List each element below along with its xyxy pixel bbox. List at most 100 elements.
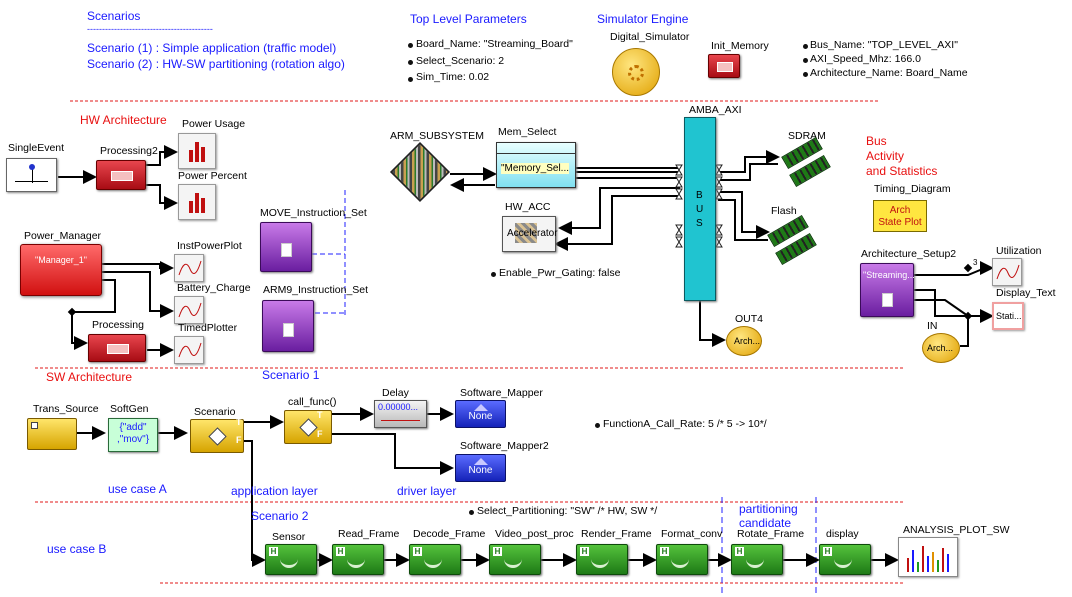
param-select-partitioning[interactable]: Select_Partitioning: "SW" /* HW, SW */ <box>477 505 658 517</box>
power-manager-block[interactable]: "Manager_1" <box>20 244 102 296</box>
software-mapper2-label: Software_Mapper2 <box>460 440 549 452</box>
top-params-title: Top Level Parameters <box>410 12 527 26</box>
bullet-icon <box>491 272 496 277</box>
port-count: 3 <box>973 258 978 267</box>
init-memory-block[interactable] <box>708 54 740 78</box>
param-bus-name[interactable]: Bus_Name: "TOP_LEVEL_AXI" <box>810 39 958 51</box>
arm9-instruction-set-label: ARM9_Instruction_Set <box>263 284 369 296</box>
move-instruction-set-label: MOVE_Instruction_Set <box>260 207 367 219</box>
bus-activity-line3: and Statistics <box>866 164 938 178</box>
power-usage-plot[interactable] <box>178 133 216 169</box>
amba-axi-bus[interactable]: B U S <box>684 117 716 301</box>
hw-acc-label: HW_ACC <box>505 201 551 213</box>
param-enable-pwr-gating[interactable]: Enable_Pwr_Gating: false <box>499 267 621 279</box>
video-post-proc-block[interactable]: H <box>489 544 541 575</box>
inst-power-plot[interactable] <box>174 254 204 282</box>
software-mapper-none: None <box>468 411 493 422</box>
scenario2-desc: Scenario (2) : HW-SW partitioning (rotat… <box>87 57 345 71</box>
analysis-plot-sw[interactable] <box>898 537 958 577</box>
in-text: Arch... <box>927 343 954 353</box>
call-func-switch-block[interactable] <box>284 410 332 444</box>
sim-engine-title: Simulator Engine <box>597 12 689 26</box>
processing2-label: Processing2 <box>100 145 158 157</box>
software-mapper-block[interactable]: None <box>455 400 506 428</box>
rotate-frame-block[interactable]: H <box>731 544 783 575</box>
init-memory-label: Init_Memory <box>711 40 769 52</box>
scenarios-rule: ----------------------------------------… <box>87 24 213 34</box>
processing2-block[interactable] <box>96 160 146 190</box>
timing-diagram-label: Timing_Diagram <box>874 183 951 195</box>
power-manager-text: "Manager_1" <box>35 255 87 265</box>
bullet-icon <box>408 77 413 82</box>
display-text-inner: Stati... <box>996 311 1022 321</box>
param-function-call-rate[interactable]: FunctionA_Call_Rate: 5 /* 5 -> 10*/ <box>603 418 767 430</box>
display-text-block[interactable]: Stati... <box>992 302 1024 330</box>
mem-select-block[interactable]: "Memory_Sel... <box>496 142 576 188</box>
scenario-switch-block[interactable] <box>190 419 244 453</box>
param-axi-speed[interactable]: AXI_Speed_Mhz: 166.0 <box>810 53 921 65</box>
digital-simulator-gear-icon[interactable] <box>612 48 660 96</box>
scenario-port-f: F <box>236 435 242 445</box>
render-frame-block[interactable]: H <box>576 544 628 575</box>
software-mapper2-none: None <box>468 465 493 476</box>
format-conv-block[interactable]: H <box>656 544 708 575</box>
scenario-port-t: T <box>236 417 242 427</box>
mem-select-text: "Memory_Sel... <box>501 163 570 174</box>
bullet-icon <box>803 72 808 77</box>
amba-axi-label: AMBA_AXI <box>689 104 742 116</box>
software-mapper-label: Software_Mapper <box>460 387 543 399</box>
analysis-plot-label: ANALYSIS_PLOT_SW <box>903 524 1010 536</box>
out4-text: Arch... <box>734 336 761 346</box>
softgen-block[interactable]: {"add" ,"mov"} <box>108 418 158 452</box>
trans-source-block[interactable] <box>27 418 77 450</box>
out4-label: OUT4 <box>735 313 764 325</box>
display-block[interactable]: H <box>819 544 871 575</box>
pipeline-label-rotate-frame: Rotate_Frame <box>737 528 805 540</box>
read-frame-block[interactable]: H <box>332 544 384 575</box>
timing-text-1: Arch <box>889 205 911 216</box>
timing-diagram-block[interactable]: Arch State Plot <box>873 200 927 232</box>
processing-block[interactable] <box>88 334 146 362</box>
battery-charge-plot[interactable] <box>174 296 204 324</box>
application-layer-label: application layer <box>231 484 318 498</box>
in-port[interactable]: Arch... <box>922 333 960 363</box>
sdram-label: SDRAM <box>788 130 826 142</box>
sensor-block[interactable]: H <box>265 544 317 575</box>
power-percent-plot[interactable] <box>178 184 216 220</box>
out4-port[interactable]: Arch... <box>726 326 762 356</box>
use-case-b-label: use case B <box>47 542 107 556</box>
param-board-name[interactable]: Board_Name: "Streaming_Board" <box>416 38 573 50</box>
delay-block[interactable]: 0.00000... <box>374 400 427 428</box>
power-usage-label: Power Usage <box>182 118 246 130</box>
battery-charge-label: Battery_Charge <box>177 282 251 294</box>
arm9-instruction-set-block[interactable] <box>262 300 314 352</box>
timed-plotter-plot[interactable] <box>174 336 204 364</box>
param-architecture-name[interactable]: Architecture_Name: Board_Name <box>810 67 968 79</box>
processing-label: Processing <box>92 319 144 331</box>
decode-frame-block[interactable]: H <box>409 544 461 575</box>
bullet-icon <box>469 510 474 515</box>
param-sim-time[interactable]: Sim_Time: 0.02 <box>416 71 490 83</box>
move-instruction-set-block[interactable] <box>260 222 312 272</box>
sw-architecture-label: SW Architecture <box>46 370 133 384</box>
utilization-plot[interactable] <box>992 258 1022 286</box>
timing-text-2: State Plot <box>878 217 922 228</box>
single-event-block[interactable] <box>6 158 57 192</box>
delay-label: Delay <box>382 387 409 399</box>
driver-layer-label: driver layer <box>397 484 457 498</box>
call-func-port-t: T <box>317 410 323 420</box>
architecture-setup2-block[interactable]: "Streaming... <box>860 263 915 317</box>
bullet-icon <box>408 60 413 65</box>
delay-value: 0.00000... <box>378 402 419 412</box>
pipeline-label-format-conv: Format_conv <box>661 528 723 540</box>
bus-letter-b: B <box>696 190 703 201</box>
hw-acc-block[interactable]: Accelerator <box>502 216 558 252</box>
power-percent-label: Power Percent <box>178 170 247 182</box>
call-func-label: call_func() <box>288 396 337 408</box>
param-select-scenario[interactable]: Select_Scenario: 2 <box>416 55 505 67</box>
hw-acc-text: Accelerator <box>507 228 558 239</box>
scenario1-label: Scenario 1 <box>262 368 320 382</box>
software-mapper2-block[interactable]: None <box>455 454 506 482</box>
trans-source-label: Trans_Source <box>33 403 99 415</box>
mem-select-label: Mem_Select <box>498 126 557 138</box>
